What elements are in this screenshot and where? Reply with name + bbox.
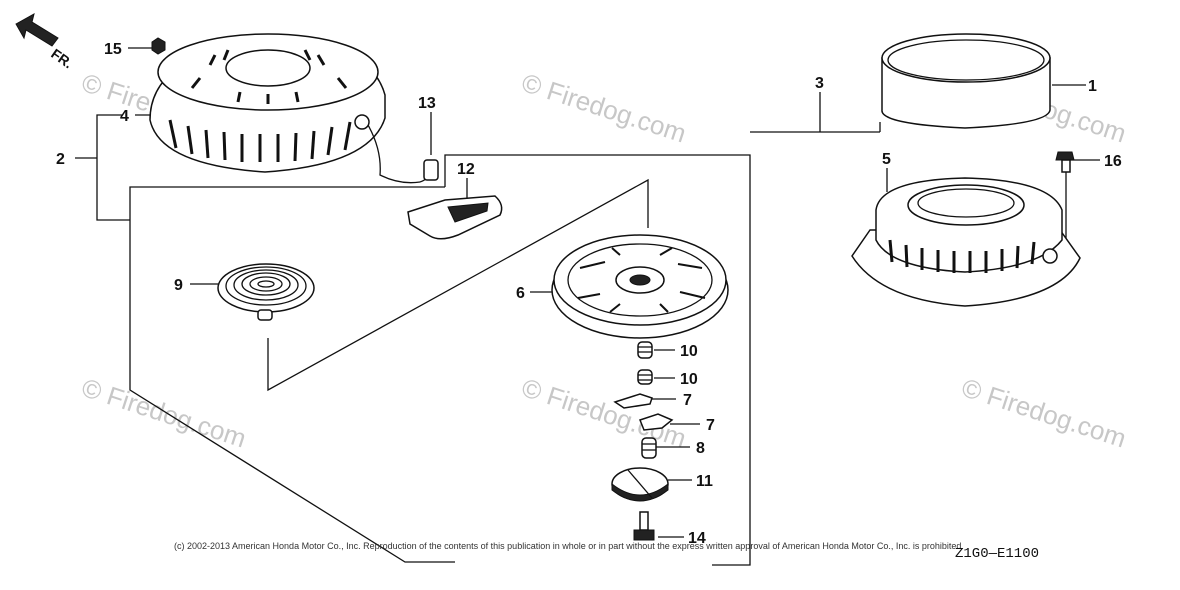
callout-14: 14 bbox=[688, 530, 706, 547]
leader-lines bbox=[75, 47, 1100, 566]
diagram-code: Z1G0—E1100 bbox=[955, 546, 1039, 562]
callout-5: 5 bbox=[882, 151, 891, 168]
callout-6: 6 bbox=[516, 285, 525, 302]
watermark-6: © Firedog.com bbox=[958, 372, 1130, 453]
watermark-5: © Firedog.com bbox=[518, 372, 690, 453]
set-screw-part bbox=[633, 511, 655, 541]
callout-10-lower: 10 bbox=[680, 371, 698, 388]
starter-cover-part bbox=[851, 177, 1081, 307]
callout-10-upper: 10 bbox=[680, 343, 698, 360]
callout-1: 1 bbox=[1088, 78, 1097, 95]
starter-grip-part bbox=[407, 195, 503, 240]
callout-9: 9 bbox=[174, 277, 183, 294]
dust-cover-part bbox=[881, 33, 1051, 129]
callout-4: 4 bbox=[120, 108, 129, 125]
callout-2: 2 bbox=[56, 151, 65, 168]
flange-bolt-part bbox=[1055, 151, 1075, 173]
reel-part bbox=[551, 234, 729, 339]
callout-16: 16 bbox=[1104, 153, 1122, 170]
callout-15: 15 bbox=[104, 41, 122, 58]
friction-plate-part bbox=[611, 467, 669, 502]
callout-labels: 1 2 3 4 5 6 7 7 8 9 10 10 11 12 13 14 15… bbox=[56, 41, 1122, 547]
ratchet-spring-part-upper bbox=[637, 341, 653, 359]
starter-case-part bbox=[149, 33, 421, 184]
callout-7-upper: 7 bbox=[683, 392, 692, 409]
ratchet-part-lower bbox=[639, 413, 674, 431]
ratchet-spring-part-lower bbox=[637, 369, 653, 385]
callout-8: 8 bbox=[696, 440, 705, 457]
watermark-4: © Firedog.com bbox=[78, 372, 250, 453]
front-direction-arrow-icon bbox=[15, 13, 59, 47]
callout-3: 3 bbox=[815, 75, 824, 92]
callout-11: 11 bbox=[696, 473, 713, 490]
callout-13: 13 bbox=[418, 95, 436, 112]
copyright-notice: (c) 2002-2013 American Honda Motor Co., … bbox=[174, 541, 964, 551]
nut-part bbox=[151, 37, 166, 55]
front-direction-label: FR. bbox=[48, 45, 76, 71]
ratchet-part-upper bbox=[613, 393, 653, 409]
friction-spring-part bbox=[641, 437, 657, 459]
starter-rope-part bbox=[419, 159, 439, 183]
callout-7-lower: 7 bbox=[706, 417, 715, 434]
recoil-spring-part bbox=[217, 263, 315, 321]
callout-12: 12 bbox=[457, 161, 475, 178]
watermark-2: © Firedog.com bbox=[518, 67, 690, 148]
